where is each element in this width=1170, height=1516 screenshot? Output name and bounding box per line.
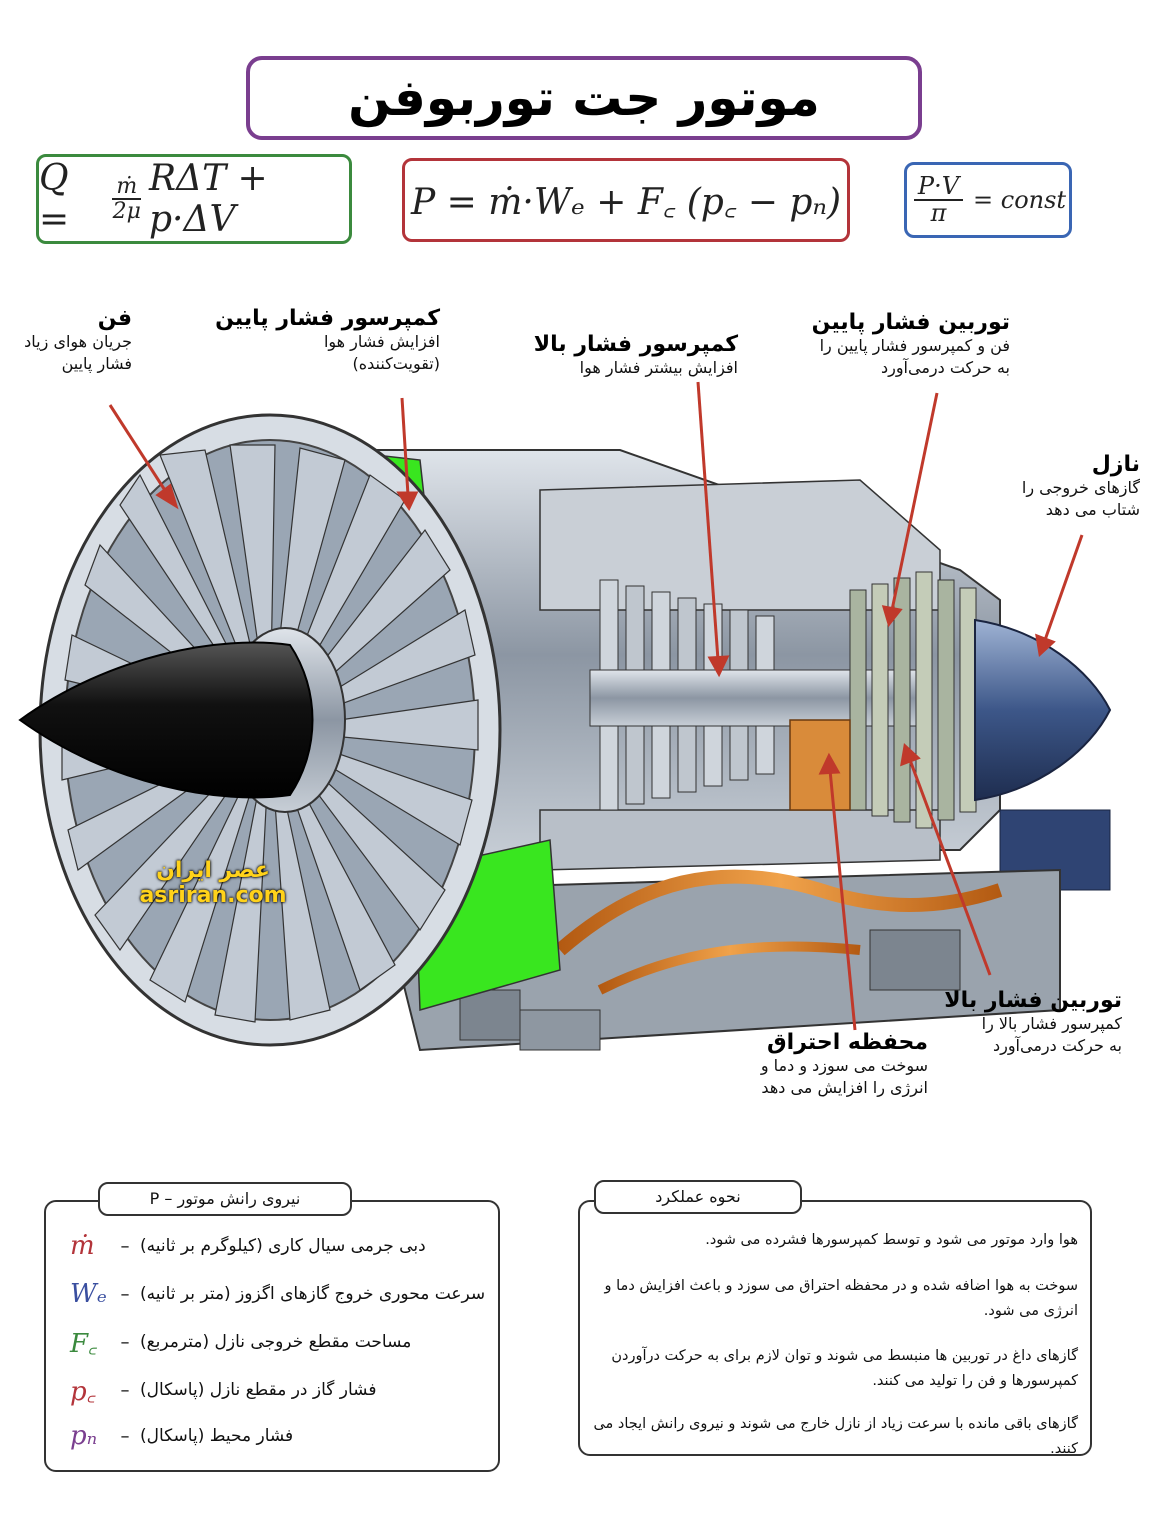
label-fan-line-1: جریان هوای زیاد: [24, 332, 132, 351]
desc-nozzle-area: مساحت مقطع خروجی نازل (مترمربع): [140, 1332, 412, 1352]
arrow-combustor: [828, 769, 857, 1031]
label-combustor-line-1: سوخت می سوزد و دما و: [760, 1056, 928, 1075]
page-title: موتور جت توربوفن: [348, 69, 820, 127]
legend-row-mass-flow: ṁ – دبی جرمی سیال کاری (کیلوگرم بر ثانیه…: [70, 1228, 490, 1264]
label-hpc-line-1: افزایش بیشتر فشار هوا: [579, 358, 738, 377]
arrow-nozzle: [1043, 534, 1084, 641]
formula-thrust: P = ṁ·Wₑ + F꜀ (p꜀ − pₙ): [402, 158, 850, 242]
turbofan-engine-illustration: [18, 381, 1112, 1052]
formula-const-den: π: [930, 199, 947, 227]
label-combustor-line-2: انرژی را افزایش می دهد: [761, 1077, 928, 1097]
arrow-lpt: [890, 392, 939, 611]
arrowhead-fan: [155, 483, 179, 510]
formula-const-fraction: P·V π: [913, 173, 964, 227]
label-combustor-title: محفظه احتراق: [766, 1030, 928, 1055]
formula-heat-den: 2μ: [112, 199, 141, 224]
desc-exhaust-velocity: سرعت محوری خروج گازهای اگزوز (متر بر ثان…: [140, 1284, 486, 1304]
label-high-pressure-turbine: توربین فشار بالا کمپرسور فشار بالا را به…: [944, 988, 1122, 1056]
thrust-legend-panel: [44, 1200, 500, 1472]
label-hpt-line-2: به حرکت درمی‌آورد: [992, 1035, 1122, 1055]
label-lpt-line-1: فن و کمپرسور فشار پایین را: [819, 336, 1010, 355]
arrow-hpt: [908, 759, 992, 976]
label-nozzle: نازل گازهای خروجی را شتاب می دهد: [1022, 452, 1140, 520]
label-lpc-title: کمپرسور فشار پایین: [215, 306, 440, 331]
label-nozzle-line-2: شتاب می دهد: [1045, 499, 1140, 519]
annotation-arrows: [108, 381, 1084, 1031]
formula-heat: Q = ṁ 2μ RΔT + p·ΔV: [36, 154, 352, 244]
formula-heat-fraction: ṁ 2μ: [109, 175, 145, 223]
label-nozzle-title: نازل: [1091, 452, 1140, 477]
operation-step-3: گازهای داغ در توربین ها منبسط می شوند و …: [611, 1348, 1078, 1389]
title-box: موتور جت توربوفن: [246, 56, 922, 140]
legend-dash: –: [120, 1379, 130, 1401]
formula-const: P·V π = const: [904, 162, 1072, 238]
arrow-lpc: [400, 397, 410, 496]
label-lpc-line-2: (تقویت‌کننده): [352, 353, 440, 373]
legend-dash: –: [120, 1283, 130, 1305]
engine-shaft: [589, 669, 921, 727]
label-hpc-title: کمپرسور فشار بالا: [533, 332, 738, 357]
operation-step-1: هوا وارد موتور می شود و توسط کمپرسورها ف…: [705, 1232, 1078, 1248]
formula-heat-num: ṁ: [112, 175, 142, 200]
arrowhead-combustor: [818, 752, 841, 775]
formula-thrust-text: P = ṁ·Wₑ + F꜀ (p꜀ − pₙ): [411, 181, 841, 223]
symbol-nozzle-area: F꜀: [70, 1329, 98, 1359]
operation-step-4: گازهای باقی مانده با سرعت زیاد از نازل خ…: [593, 1416, 1078, 1457]
arrowhead-lpt: [881, 605, 903, 628]
desc-mass-flow: دبی جرمی سیال کاری (کیلوگرم بر ثانیه): [140, 1236, 426, 1256]
arrow-fan: [108, 404, 170, 496]
legend-row-nozzle-pressure: p꜀ – فشار گاز در مقطع نازل (پاسکال): [70, 1372, 490, 1408]
label-hpt-title: توربین فشار بالا: [944, 988, 1122, 1013]
formula-heat-rhs: RΔT + p·ΔV: [148, 158, 268, 240]
operation-heading: نحوه عملکرد: [594, 1180, 802, 1214]
label-hpt-line-1: کمپرسور فشار بالا را: [981, 1014, 1122, 1033]
legend-dash: –: [120, 1425, 130, 1447]
watermark-persian: عصر ایران: [156, 858, 270, 883]
legend-row-exhaust-velocity: Wₑ – سرعت محوری خروج گازهای اگزوز (متر ب…: [70, 1276, 490, 1312]
watermark: عصر ایران asriran.com: [128, 858, 298, 908]
arrowhead-hpt: [900, 743, 921, 767]
label-fan: فن جریان هوای زیاد فشار پایین: [24, 306, 132, 374]
formula-const-rhs: = const: [973, 186, 1067, 214]
symbol-ambient-pressure: pₙ: [70, 1421, 98, 1451]
label-low-pressure-turbine: توربین فشار پایین فن و کمپرسور فشار پایی…: [812, 310, 1010, 378]
label-lpc-line-1: افزایش فشار هوا: [323, 332, 440, 351]
formula-heat-lhs: Q =: [39, 158, 70, 240]
spinner-cone-drawing: [18, 641, 314, 799]
legend-dash: –: [120, 1235, 130, 1257]
label-fan-line-2: فشار پایین: [61, 353, 132, 373]
desc-ambient-pressure: فشار محیط (پاسکال): [140, 1426, 294, 1446]
operation-panel: [578, 1200, 1092, 1456]
symbol-mass-flow: ṁ: [70, 1231, 95, 1261]
symbol-nozzle-pressure: p꜀: [70, 1377, 96, 1407]
label-lpt-title: توربین فشار پایین: [811, 310, 1010, 335]
operation-step-2: سوخت به هوا اضافه شده و در محفظه احتراق …: [604, 1278, 1078, 1319]
arrowhead-nozzle: [1035, 633, 1056, 657]
legend-dash: –: [120, 1331, 130, 1353]
label-combustion-chamber: محفظه احتراق سوخت می سوزد و دما و انرژی …: [761, 1030, 928, 1098]
label-lpt-line-2: به حرکت درمی‌آورد: [880, 357, 1010, 377]
exhaust-nozzle-drawing: [974, 618, 1112, 802]
arrowhead-hpc: [707, 655, 730, 678]
arrow-hpc: [696, 381, 720, 661]
arrowhead-lpc: [396, 491, 419, 512]
desc-nozzle-pressure: فشار گاز در مقطع نازل (پاسکال): [140, 1380, 377, 1400]
label-high-pressure-compressor: کمپرسور فشار بالا افزایش بیشتر فشار هوا: [534, 332, 738, 379]
label-nozzle-line-1: گازهای خروجی را: [1021, 478, 1140, 497]
formula-const-num: P·V: [913, 173, 964, 201]
watermark-latin: asriran.com: [139, 883, 287, 908]
legend-row-ambient-pressure: pₙ – فشار محیط (پاسکال): [70, 1418, 490, 1454]
label-low-pressure-compressor: کمپرسور فشار پایین افزایش فشار هوا (تقوی…: [215, 306, 440, 374]
legend-row-nozzle-area: F꜀ – مساحت مقطع خروجی نازل (مترمربع): [70, 1324, 490, 1360]
symbol-exhaust-velocity: Wₑ: [70, 1279, 107, 1309]
combustion-chamber-drawing: [789, 719, 851, 811]
thrust-legend-heading: نیروی رانش موتور – P: [98, 1182, 352, 1216]
label-fan-title: فن: [97, 306, 132, 331]
